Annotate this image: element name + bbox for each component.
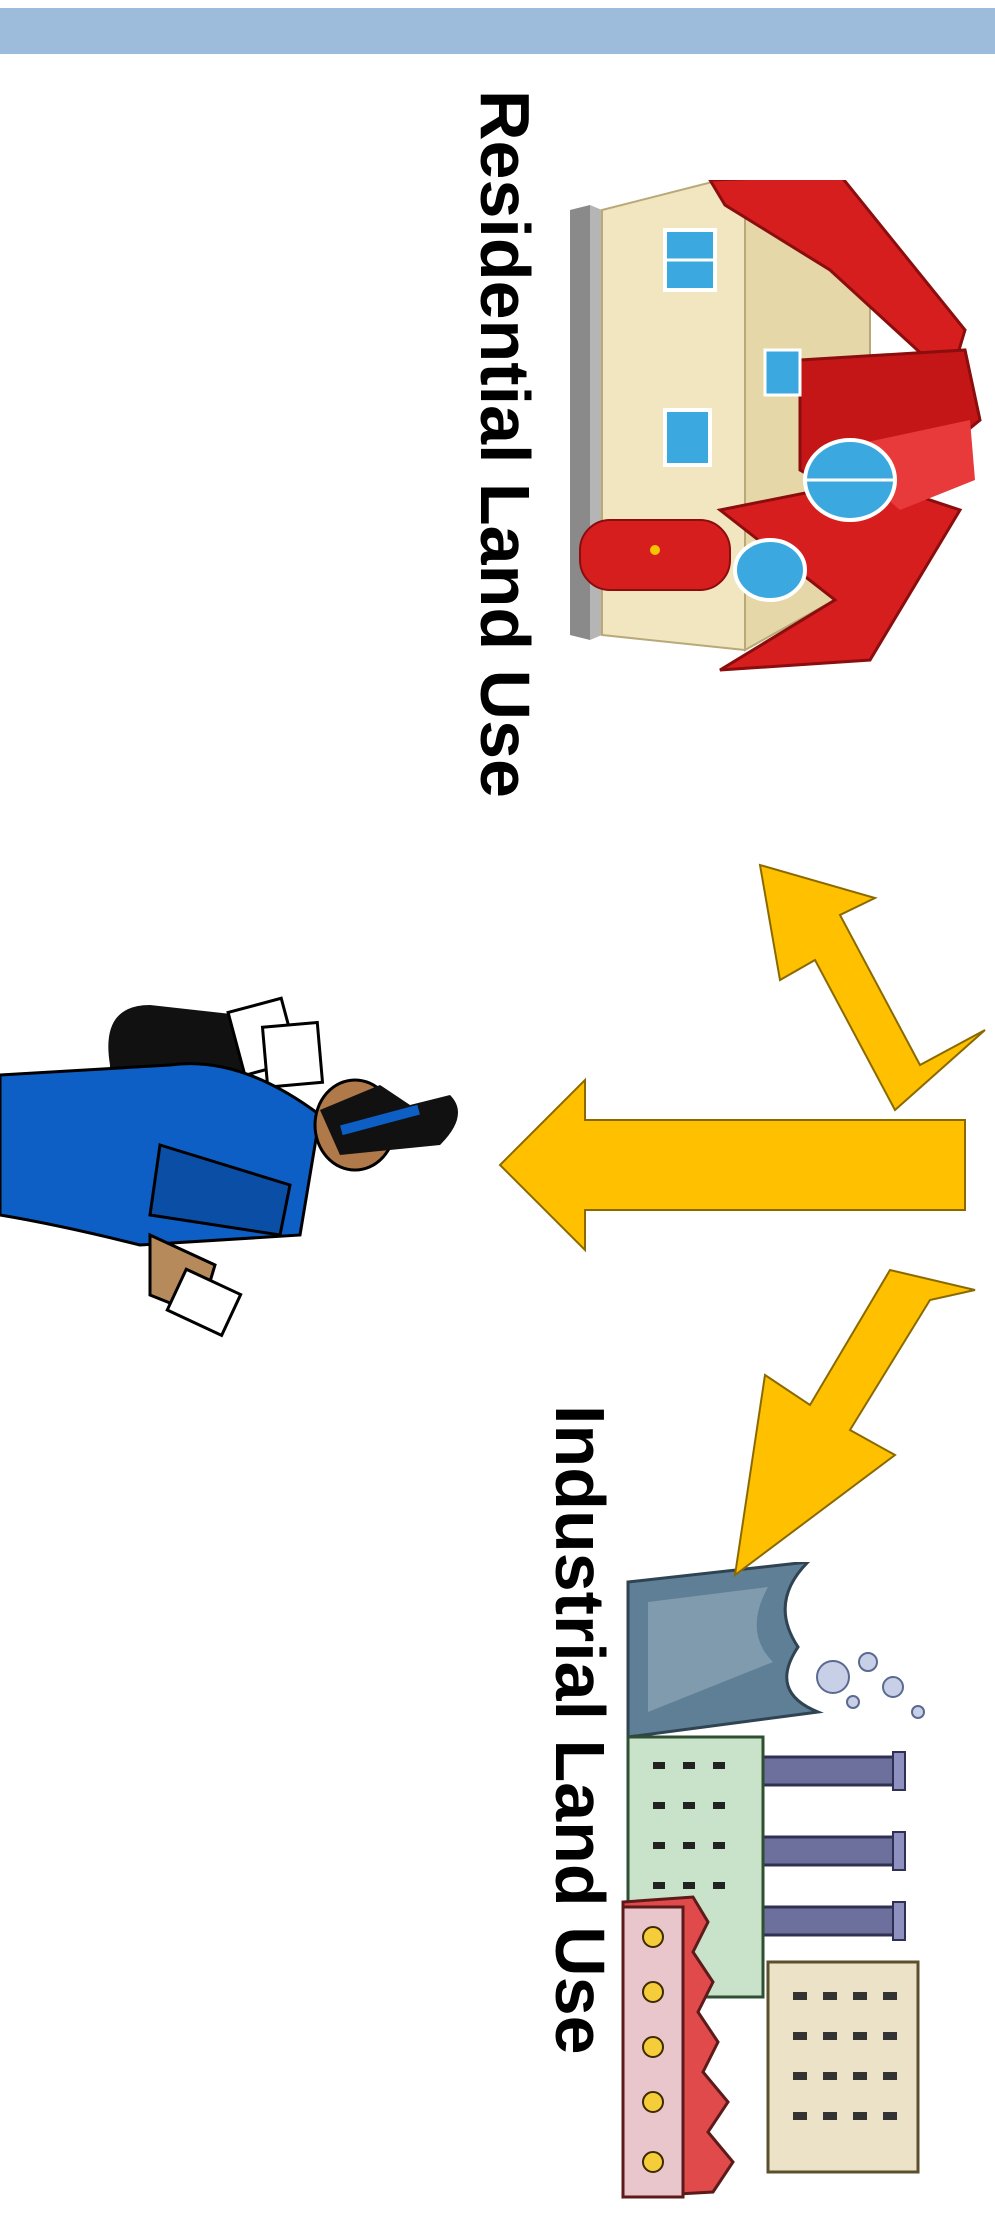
house-icon — [570, 180, 985, 680]
factory-icon — [618, 1562, 938, 2202]
arrow-icon — [735, 1270, 975, 1575]
arrow-icon — [760, 865, 985, 1110]
mail-carrier-icon — [0, 995, 470, 1360]
top-banner — [0, 8, 995, 54]
arrows-diagram — [490, 740, 995, 1580]
residential-land-use-label: Residential Land Use — [470, 90, 540, 798]
